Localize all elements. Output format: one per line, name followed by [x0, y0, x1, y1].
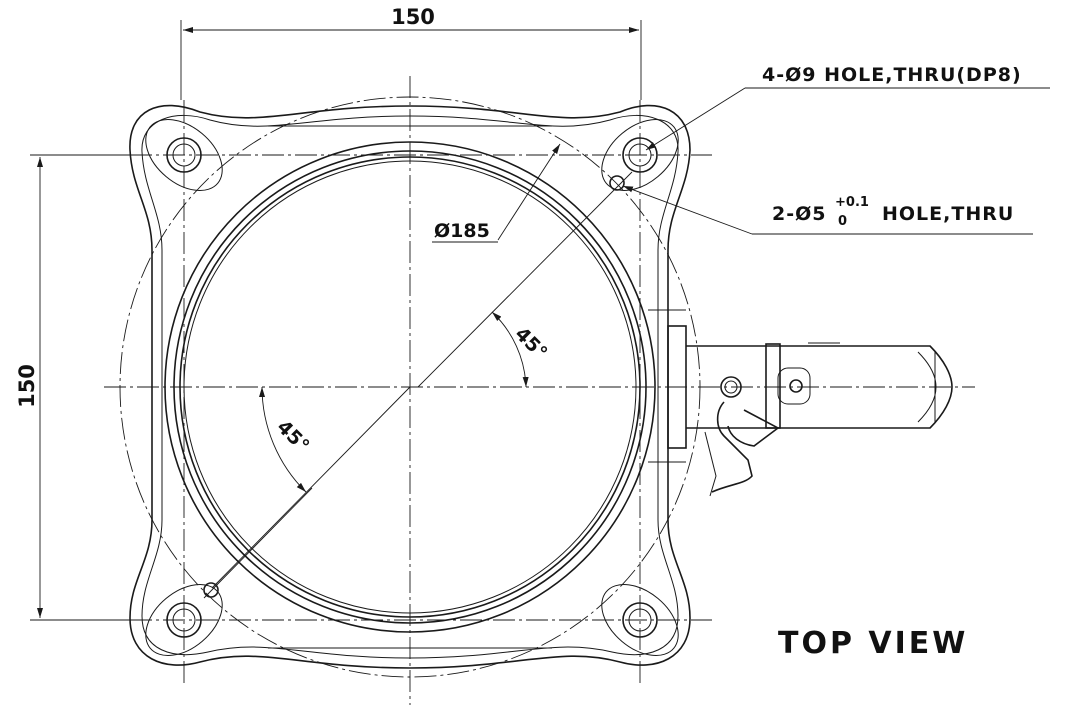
callout-pin-holes-prefix: 2-Ø5	[772, 203, 826, 225]
dim-width-label: 150	[391, 5, 435, 29]
dim-angle-lower-label: 45°	[272, 416, 313, 457]
dim-angle-upper-label: 45°	[510, 323, 551, 364]
dim-diameter	[432, 143, 561, 243]
dim-height	[30, 154, 130, 621]
dim-width	[180, 20, 642, 100]
callout-pin-holes-suffix: HOLE,THRU	[882, 203, 1014, 225]
leader-pin-holes	[622, 185, 1033, 235]
dim-height-label: 150	[15, 364, 39, 408]
flange-outline	[129, 104, 691, 669]
view-label: TOP VIEW	[778, 626, 968, 661]
dim-angle-upper	[417, 171, 633, 388]
callout-mount-holes: 4-Ø9 HOLE,THRU(DP8)	[762, 64, 1022, 86]
dim-angle-lower	[203, 386, 411, 599]
callout-pin-tol-lower: 0	[838, 214, 847, 229]
latch-mechanism	[648, 309, 953, 497]
flange-inner-outline	[141, 114, 679, 659]
pin-hole-top-right	[609, 175, 625, 191]
callout-pin-tol-upper: +0.1	[835, 195, 869, 210]
pin-hole-bottom-left	[203, 582, 219, 598]
dim-diameter-label: Ø185	[434, 220, 490, 242]
leader-mount-holes	[645, 87, 1050, 151]
